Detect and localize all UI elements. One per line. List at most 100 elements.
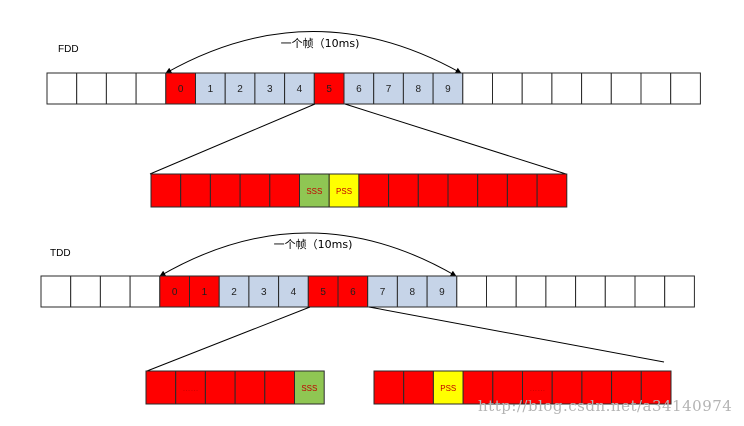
fdd-subframe-8 (402, 72, 434, 105)
tdd-empty-cell (664, 275, 695, 308)
tdd-subframe-5-label: 5 (320, 287, 326, 298)
fdd-empty-cell (670, 72, 701, 105)
fdd-slot-7 (358, 173, 390, 208)
fdd-subframe-1 (195, 72, 226, 105)
tdd-subframe-3 (248, 275, 280, 308)
tdd-empty-cell (486, 275, 517, 308)
fdd-slot-3 (239, 173, 271, 208)
tdd-right-slot-1 (403, 370, 434, 405)
tdd-subframe-9-label: 9 (439, 287, 445, 298)
tdd-right-slot-6 (551, 370, 583, 405)
fdd-slot-10 (447, 173, 479, 208)
watermark: http://blog.csdn.net/a34140974 (478, 397, 732, 415)
fdd-empty-cell (76, 72, 107, 105)
fdd-slot-9 (417, 173, 449, 208)
fdd-subframe-2 (224, 72, 256, 105)
tdd-subframe-4 (278, 275, 309, 308)
tdd-subframe-3-label: 3 (261, 287, 267, 298)
tdd-left-slot-4 (264, 370, 295, 405)
tdd-right-slot-5-label: …… (529, 384, 545, 393)
tdd-left-slot-0 (145, 370, 177, 405)
fdd-slot-4 (269, 173, 300, 208)
fdd-slot-8 (388, 173, 419, 208)
fdd-empty-cell (46, 72, 78, 105)
fdd-slot-0 (150, 173, 182, 208)
fdd-subframe-1-label: 1 (208, 84, 214, 95)
fdd-subframe-9-label: 9 (445, 84, 451, 95)
fdd-subframe-9 (432, 72, 464, 105)
fdd-empty-cell (640, 72, 672, 105)
fdd-slot-1 (180, 173, 211, 208)
fdd-empty-cell (492, 72, 523, 105)
fdd-empty-cell (105, 72, 137, 105)
fdd-slot-2 (209, 173, 241, 208)
tdd-subframe-row: 0 1 2 3 4 5 6 7 8 9 (40, 275, 695, 308)
fdd-slot-5-label: SSS (306, 187, 322, 196)
tdd-right-slot-9 (640, 370, 672, 405)
tdd-right-slot-3 (462, 370, 494, 405)
fdd-slot-6-label: PSS (336, 187, 352, 196)
fdd-empty-cell (462, 72, 493, 105)
tdd-empty-cell (456, 275, 487, 308)
tdd-empty-cell (515, 275, 547, 308)
tdd-subframe-7 (367, 275, 398, 308)
fdd-zoom-line-right (344, 103, 567, 175)
tdd-left-slot-5 (294, 370, 325, 405)
tdd-right-slot-8 (611, 370, 642, 405)
tdd-subframe-7-label: 7 (380, 287, 386, 298)
tdd-subframe-0-label: 0 (172, 287, 178, 298)
fdd-zoom-line-left (149, 103, 316, 175)
tdd-subframe-8-label: 8 (409, 287, 415, 298)
tdd-right-slot-2 (432, 370, 464, 405)
fdd-subframe-3-label: 3 (267, 84, 273, 95)
tdd-right-slot-4 (492, 370, 523, 405)
fdd-subframe-8-label: 8 (415, 84, 421, 95)
fdd-subframe-6-label: 6 (356, 84, 362, 95)
tdd-empty-cell (545, 275, 577, 308)
fdd-subframe-0-label: 0 (178, 84, 184, 95)
tdd-label: TDD (50, 248, 71, 259)
tdd-subframe-4-label: 4 (291, 287, 297, 298)
tdd-empty-cell (604, 275, 636, 308)
fdd-empty-cell (135, 72, 167, 105)
fdd-empty-cell (581, 72, 612, 105)
fdd-subframe-4-label: 4 (297, 84, 303, 95)
tdd-left-slot-2 (204, 370, 236, 405)
tdd-empty-cell (99, 275, 131, 308)
fdd-empty-cell (551, 72, 583, 105)
fdd-empty-cell (610, 72, 642, 105)
tdd-empty-cell (575, 275, 606, 308)
tdd-subframe-1 (189, 275, 220, 308)
fdd-subframe-5-label: 5 (326, 84, 332, 95)
tdd-right-slot-row: PSS …… (373, 370, 672, 405)
tdd-empty-cell (70, 275, 101, 308)
tdd-zoom-line-left (146, 306, 311, 372)
tdd-zoom-line-right (368, 306, 665, 363)
fdd-slot-11 (477, 173, 508, 208)
tdd-subframe-1-label: 1 (202, 287, 208, 298)
tdd-left-slot-1-label: …… (183, 384, 199, 393)
tdd-empty-cell (634, 275, 666, 308)
tdd-right-slot-2-label: PSS (440, 384, 456, 393)
tdd-subframe-2-label: 2 (231, 287, 237, 298)
fdd-subframe-7-label: 7 (386, 84, 392, 95)
tdd-empty-cell (129, 275, 161, 308)
tdd-left-slot-row: …… SSS (145, 370, 325, 405)
tdd-frame-label: 一个帧（10ms) (274, 237, 353, 251)
fdd-slot-13 (536, 173, 568, 208)
fdd-empty-cell (521, 72, 553, 105)
tdd-frame-arc (159, 232, 457, 277)
tdd-left-slot-3 (234, 370, 266, 405)
fdd-slot-row: SSS PSS (150, 173, 568, 208)
tdd-subframe-2 (218, 275, 250, 308)
fdd-subframe-2-label: 2 (237, 84, 243, 95)
tdd-empty-cell (40, 275, 72, 308)
tdd-subframe-8 (396, 275, 428, 308)
fdd-frame-label: 一个帧（10ms) (281, 36, 360, 50)
fdd-slot-5 (299, 173, 330, 208)
tdd-subframe-6-label: 6 (350, 287, 356, 298)
tdd-left-slot-5-label: SSS (301, 384, 317, 393)
fdd-label: FDD (58, 44, 79, 55)
fdd-slot-12 (506, 173, 538, 208)
